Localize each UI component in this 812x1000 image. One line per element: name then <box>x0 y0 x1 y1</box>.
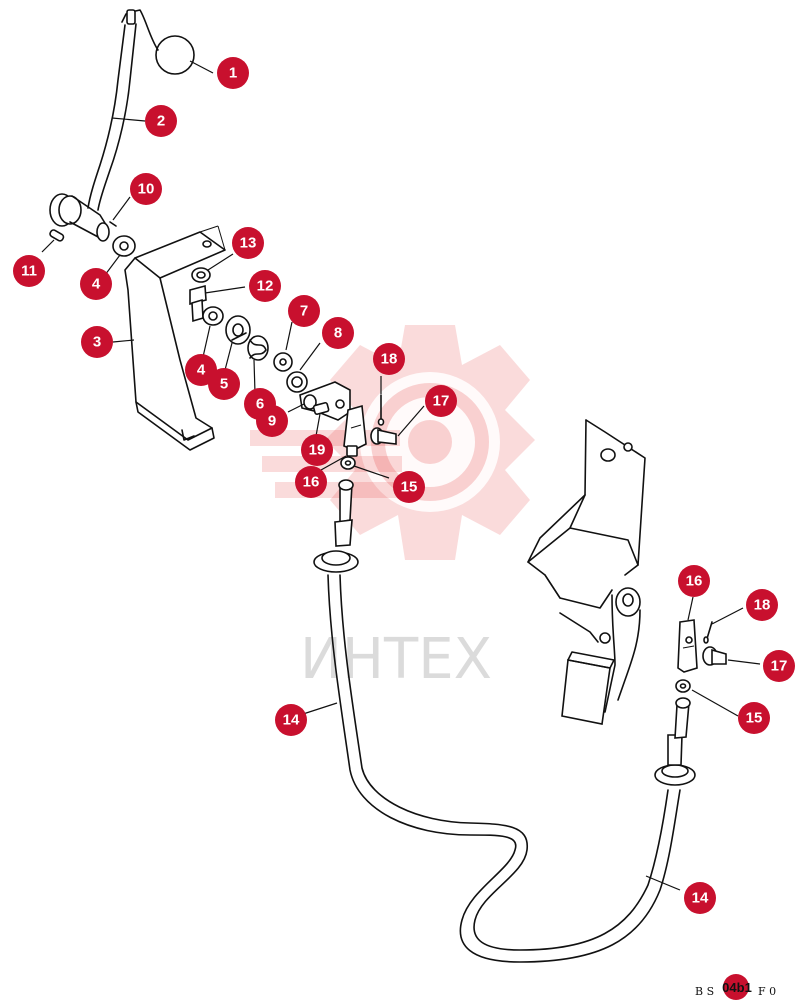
callout-15-lower: 15 <box>738 702 770 734</box>
callout-13-label: 13 <box>240 235 257 252</box>
callout-5-label: 5 <box>220 376 228 393</box>
brake-pedal-assembly <box>527 419 646 725</box>
callout-17-upper: 17 <box>425 385 457 417</box>
callout-15-upper-label: 15 <box>401 479 418 496</box>
callout-17-lower: 17 <box>763 650 795 682</box>
callout-8: 8 <box>322 317 354 349</box>
callout-18-lower: 18 <box>746 589 778 621</box>
callout-19: 19 <box>301 434 333 466</box>
clevis-pin-17-upper <box>370 427 397 445</box>
callout-10: 10 <box>130 173 162 205</box>
washer-4-lower <box>202 306 224 326</box>
callout-1-label: 1 <box>229 65 237 82</box>
cotter-pin-18-lower <box>703 621 713 644</box>
callout-4-lower: 4 <box>185 354 217 386</box>
control-cable-14 <box>313 479 696 963</box>
callout-7: 7 <box>288 295 320 327</box>
callout-2: 2 <box>145 105 177 137</box>
callout-6-label: 6 <box>256 396 264 413</box>
callout-12: 12 <box>249 270 281 302</box>
cotter-pin-18-upper <box>377 394 385 426</box>
callout-3-label: 3 <box>93 334 101 351</box>
callout-14-left-label: 14 <box>283 712 300 729</box>
callout-16-upper: 16 <box>295 466 327 498</box>
watermark-logo <box>250 325 535 560</box>
callout-1: 1 <box>217 57 249 89</box>
lever-knob <box>155 35 195 75</box>
spring-6 <box>247 335 269 361</box>
roll-pin-10 <box>109 221 117 227</box>
callout-18-upper-label: 18 <box>381 351 398 368</box>
bolt-12 <box>189 284 207 323</box>
callout-11-label: 11 <box>21 263 37 280</box>
document-id-badge: 04b1 <box>722 980 752 995</box>
callout-3: 3 <box>81 326 113 358</box>
roll-pin-11 <box>49 229 65 242</box>
washer-13 <box>191 267 211 283</box>
mounting-bracket <box>124 225 226 451</box>
callout-13: 13 <box>232 227 264 259</box>
callout-15-lower-label: 15 <box>746 710 763 727</box>
callout-19-label: 19 <box>309 442 326 459</box>
spring-plate-5 <box>225 315 251 345</box>
document-id: B S 04b1 F 0 <box>695 974 776 1000</box>
callout-9: 9 <box>256 405 288 437</box>
callout-9-label: 9 <box>268 413 276 430</box>
callout-4-lower-label: 4 <box>197 362 206 379</box>
document-id-prefix: B S <box>695 985 714 998</box>
callout-2-label: 2 <box>157 113 165 130</box>
watermark-text: ИНТЕХ <box>300 627 492 692</box>
callout-4-upper: 4 <box>80 268 112 300</box>
document-id-suffix: F 0 <box>758 985 776 998</box>
lock-nut-8 <box>286 371 308 393</box>
clevis-16-lower <box>677 619 698 673</box>
cable-lever-9 <box>299 381 351 421</box>
callout-18-lower-label: 18 <box>754 597 771 614</box>
hand-lever-assembly <box>49 9 195 242</box>
callout-10-label: 10 <box>138 181 155 198</box>
callout-7-label: 7 <box>300 303 308 320</box>
callout-17-lower-label: 17 <box>771 658 788 675</box>
nut-15-upper <box>340 456 356 470</box>
callout-5: 5 <box>208 368 240 400</box>
callout-14-right-label: 14 <box>692 890 709 907</box>
callout-17-upper-label: 17 <box>433 393 450 410</box>
screw-19 <box>312 401 330 415</box>
callout-16-upper-label: 16 <box>303 474 320 491</box>
washer-4-upper <box>112 235 136 257</box>
callout-15-upper: 15 <box>393 471 425 503</box>
callout-11: 11 <box>13 255 45 287</box>
washer-7 <box>273 352 293 372</box>
leader-lines <box>41 60 761 891</box>
callout-4-upper-label: 4 <box>92 276 101 293</box>
callout-14-right: 14 <box>684 882 716 914</box>
clevis-16-upper <box>343 404 367 457</box>
clevis-pin-17-lower <box>702 646 727 666</box>
nut-15-lower <box>675 679 691 693</box>
callout-16-lower-label: 16 <box>686 573 703 590</box>
callout-12-label: 12 <box>257 278 274 295</box>
callout-14-left: 14 <box>275 704 307 736</box>
callout-8-label: 8 <box>334 325 342 342</box>
callout-16-lower: 16 <box>678 565 710 597</box>
callout-18-upper: 18 <box>373 343 405 375</box>
